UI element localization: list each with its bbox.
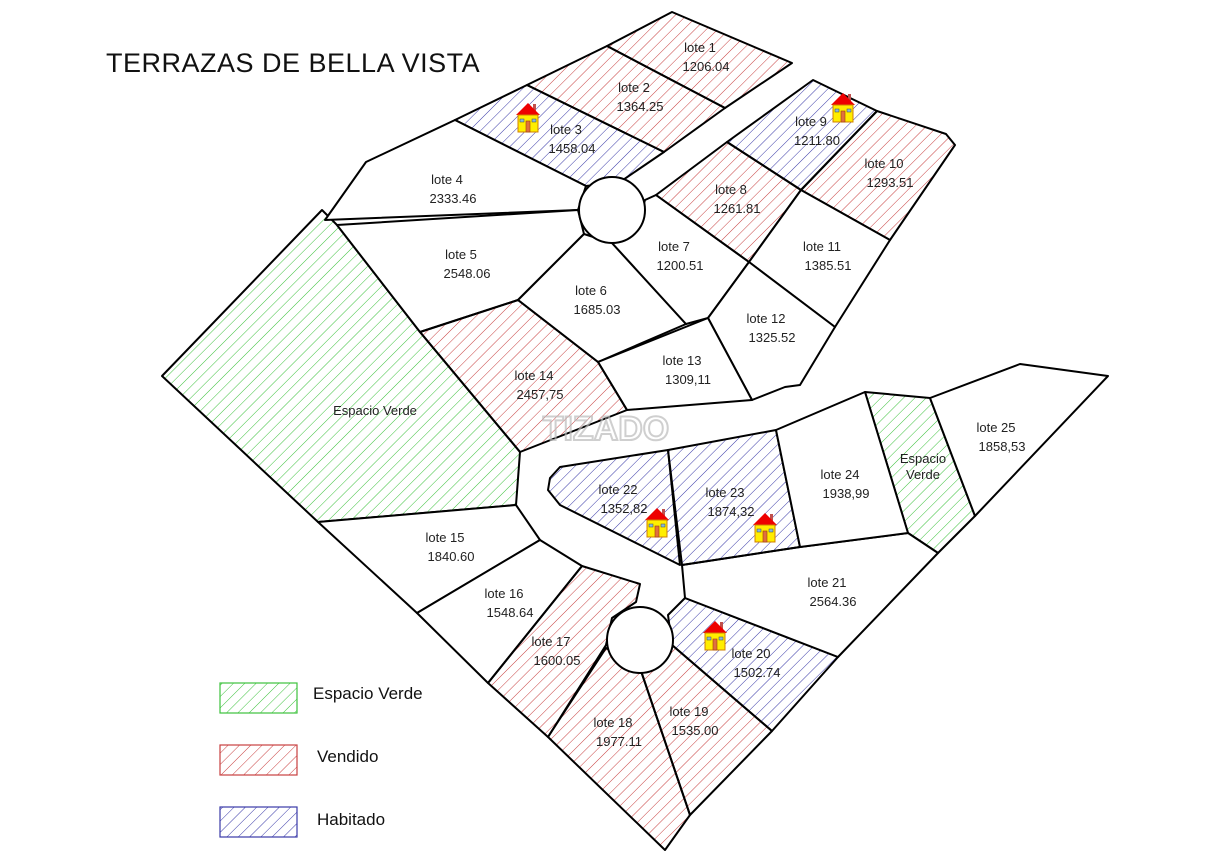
lot-area-label: 1685.03: [574, 302, 621, 317]
lot-area-label: 1261.81: [714, 201, 761, 216]
espacio-verde-label: Espacio Verde: [333, 403, 417, 418]
lot-10[interactable]: [800, 110, 956, 241]
roundabout: [606, 606, 674, 674]
legend-swatch-vendido: [219, 744, 298, 776]
espacio-verde-label: Verde: [906, 467, 940, 482]
lot-name-label: lote 7: [658, 239, 690, 254]
lot-area-label: 2564.36: [810, 594, 857, 609]
lot-24[interactable]: [775, 391, 909, 548]
lot-area-label: 1458.04: [549, 141, 596, 156]
lot-name-label: lote 13: [662, 353, 701, 368]
lot-name-label: lote 12: [746, 311, 785, 326]
legend-label-espacio-verde: Espacio Verde: [313, 684, 423, 703]
lot-area-label: 2333.46: [430, 191, 477, 206]
lot-name-label: lote 23: [705, 485, 744, 500]
lot-area-label: 1977.11: [596, 734, 642, 749]
lot-area-label: 1293.51: [867, 175, 914, 190]
lot-area-label: 1840.60: [428, 549, 475, 564]
lot-area-label: 1309,11: [665, 372, 711, 387]
legend-label-vendido: Vendido: [317, 747, 379, 766]
lot-name-label: lote 20: [731, 646, 770, 661]
map-title: TERRAZAS DE BELLA VISTA: [106, 48, 481, 78]
lot-area-label: 1200.51: [657, 258, 704, 273]
lot-name-label: lote 18: [593, 715, 632, 730]
lot-name-label: lote 25: [976, 420, 1015, 435]
lot-area-label: 1858,53: [979, 439, 1026, 454]
legend-swatch-verde: [219, 682, 298, 714]
lot-name-label: lote 4: [431, 172, 463, 187]
lot-area-label: 1352,82: [601, 501, 648, 516]
lot-25[interactable]: [929, 363, 1109, 517]
lot-area-label: 1385.51: [805, 258, 852, 273]
lot-name-label: lote 10: [864, 156, 903, 171]
legend-swatch-habitado: [219, 806, 298, 838]
legend-label-habitado: Habitado: [317, 810, 386, 829]
lot-area-label: 1600.05: [534, 653, 581, 668]
lot-name-label: lote 16: [484, 586, 523, 601]
lot-area-label: 1502.74: [734, 665, 781, 680]
lot-name-label: lote 5: [445, 247, 477, 262]
lot-name-label: lote 2: [618, 80, 650, 95]
lot-name-label: lote 11: [803, 239, 841, 254]
lot-area-label: 1211.80: [794, 133, 840, 148]
lot-name-label: lote 19: [669, 704, 708, 719]
lot-area-label: 1364.25: [617, 99, 664, 114]
lot-name-label: lote 15: [425, 530, 464, 545]
lot-area-label: 1206.04: [683, 59, 730, 74]
lot-name-label: lote 24: [820, 467, 859, 482]
lot-area-label: 1325.52: [749, 330, 796, 345]
lot-name-label: lote 17: [531, 634, 570, 649]
lot-area-label: 1535.00: [672, 723, 719, 738]
lot-name-label: lote 1: [684, 40, 716, 55]
lot-name-label: lote 14: [514, 368, 553, 383]
lot-14[interactable]: [419, 299, 628, 453]
lot-name-label: lote 22: [598, 482, 637, 497]
lot-name-label: lote 21: [807, 575, 846, 590]
watermark-logo: TIZADO: [543, 410, 670, 448]
lot-area-label: 2457,75: [517, 387, 564, 402]
lot-area-label: 1938,99: [823, 486, 870, 501]
lot-name-label: lote 9: [795, 114, 827, 129]
lot-area-label: 2548.06: [444, 266, 491, 281]
lot-name-label: lote 8: [715, 182, 747, 197]
lot-name-label: lote 6: [575, 283, 607, 298]
lot-area-label: 1548.64: [487, 605, 534, 620]
lot-area-label: 1874,32: [708, 504, 755, 519]
espacio-verde-label: Espacio: [900, 451, 946, 466]
roundabout: [578, 176, 646, 244]
lot-name-label: lote 3: [550, 122, 582, 137]
